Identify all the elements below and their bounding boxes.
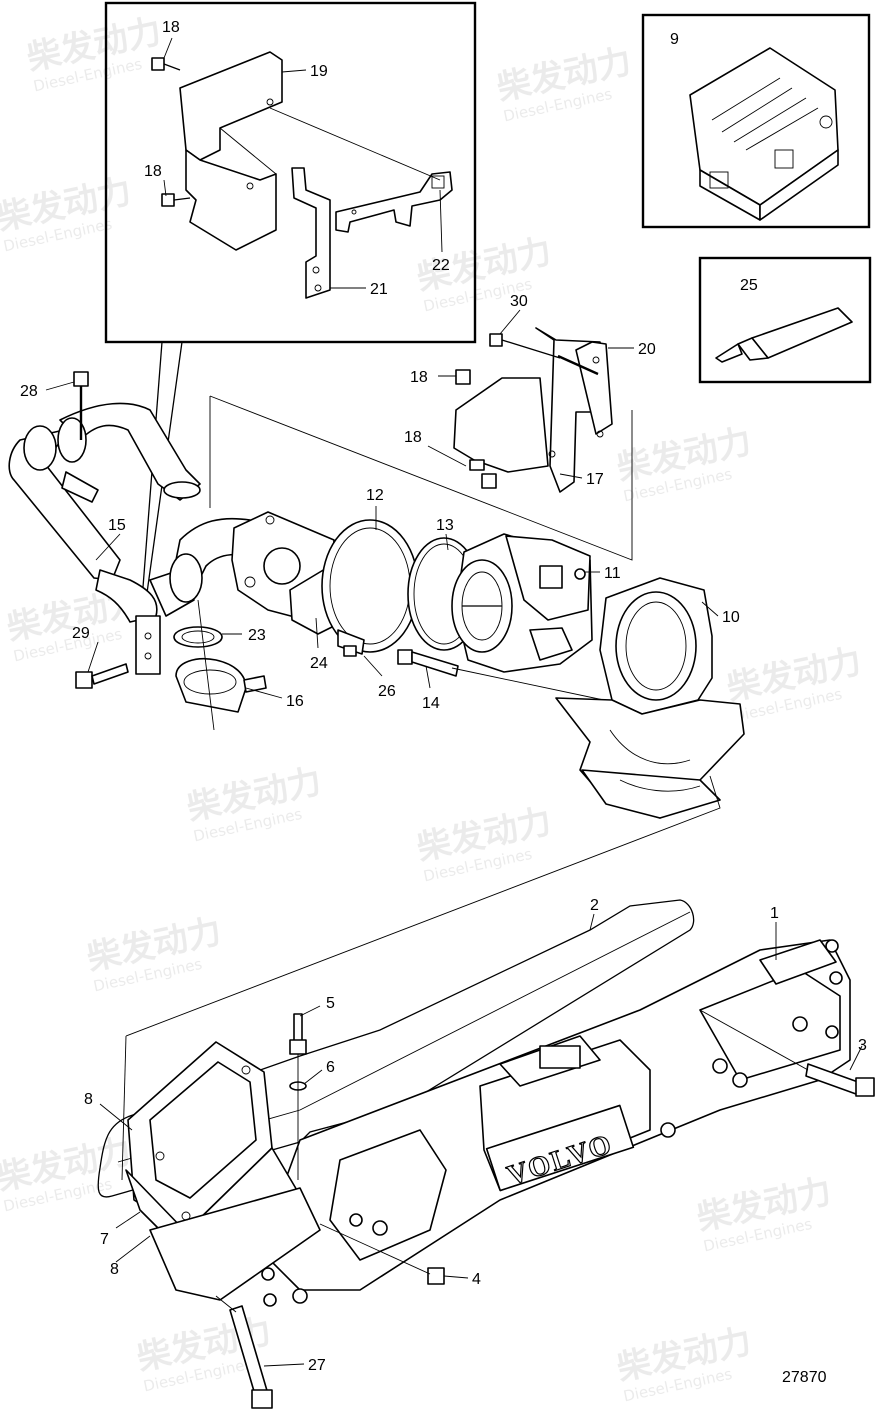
detail-box-connector-9 bbox=[641, 13, 871, 229]
callout-3: 3 bbox=[858, 1037, 867, 1054]
bracket-19 bbox=[179, 51, 283, 251]
callout-24: 24 bbox=[310, 655, 328, 672]
callout-28: 28 bbox=[20, 383, 38, 400]
bolt-3 bbox=[805, 1063, 875, 1097]
sealant-tube-25 bbox=[715, 307, 853, 363]
callout-11: 11 bbox=[604, 565, 621, 582]
bolt-29 bbox=[75, 663, 129, 689]
callout-labels: 18 19 18 21 22 9 25 30 20 18 18 17 28 15… bbox=[20, 19, 867, 1386]
bolt-18-upper bbox=[151, 57, 181, 71]
callout-18-bracket: 18 bbox=[410, 369, 428, 386]
bolt-18-bracket bbox=[455, 369, 471, 385]
leader-lines bbox=[45, 37, 863, 1367]
callout-21: 21 bbox=[370, 281, 388, 298]
callout-18-bracket-lower: 18 bbox=[404, 429, 422, 446]
egr-housing-10 bbox=[555, 577, 745, 819]
bolt-18-bracket-lower bbox=[481, 473, 497, 489]
callout-16: 16 bbox=[286, 693, 304, 710]
callout-10: 10 bbox=[722, 609, 740, 626]
callout-22: 22 bbox=[432, 257, 450, 274]
callout-8-lower: 8 bbox=[110, 1261, 119, 1278]
callout-13: 13 bbox=[436, 517, 454, 534]
detail-box-brackets bbox=[104, 1, 477, 601]
bracket-21 bbox=[291, 167, 331, 299]
detail-box-sealant-25 bbox=[698, 256, 872, 384]
callout-19: 19 bbox=[310, 63, 328, 80]
callout-2: 2 bbox=[590, 897, 599, 914]
callout-17: 17 bbox=[586, 471, 604, 488]
callout-6: 6 bbox=[326, 1059, 335, 1076]
callout-18-top: 18 bbox=[162, 19, 180, 36]
drawing-number: 27870 bbox=[782, 1369, 827, 1386]
callout-20: 20 bbox=[638, 341, 656, 358]
bolt-14 bbox=[397, 649, 459, 677]
bolt-5 bbox=[289, 1013, 307, 1055]
bolt-18-lower bbox=[161, 193, 191, 207]
bolt-4 bbox=[427, 1267, 445, 1285]
clamp-16 bbox=[175, 658, 267, 713]
callout-25: 25 bbox=[740, 277, 758, 294]
gasket-23 bbox=[173, 626, 223, 648]
callout-5: 5 bbox=[326, 995, 335, 1012]
callout-9: 9 bbox=[670, 31, 679, 48]
throttle-valve-11 bbox=[451, 533, 593, 673]
callout-14: 14 bbox=[422, 695, 440, 712]
callout-12: 12 bbox=[366, 487, 384, 504]
callout-15: 15 bbox=[108, 517, 126, 534]
callout-23: 23 bbox=[248, 627, 266, 644]
callout-29: 29 bbox=[72, 625, 90, 642]
clamp-ring-12 bbox=[321, 519, 419, 657]
bolt-30 bbox=[489, 333, 503, 347]
callout-8-upper: 8 bbox=[84, 1091, 93, 1108]
callout-30: 30 bbox=[510, 293, 528, 310]
callout-27: 27 bbox=[308, 1357, 326, 1374]
intake-manifold-1: VOLVO bbox=[259, 939, 851, 1307]
bracket-17-20 bbox=[453, 327, 613, 493]
egr-pipe-15 bbox=[8, 402, 269, 675]
bolt-28 bbox=[73, 371, 89, 440]
callout-26: 26 bbox=[378, 683, 396, 700]
callout-4: 4 bbox=[472, 1271, 481, 1288]
callout-1: 1 bbox=[770, 905, 779, 922]
connector-9 bbox=[689, 47, 839, 221]
bolt-27 bbox=[229, 1305, 273, 1409]
callout-18-detail: 18 bbox=[144, 163, 162, 180]
bracket-22 bbox=[335, 171, 453, 233]
flange-frame-7 bbox=[125, 1041, 321, 1301]
callout-7: 7 bbox=[100, 1231, 109, 1248]
